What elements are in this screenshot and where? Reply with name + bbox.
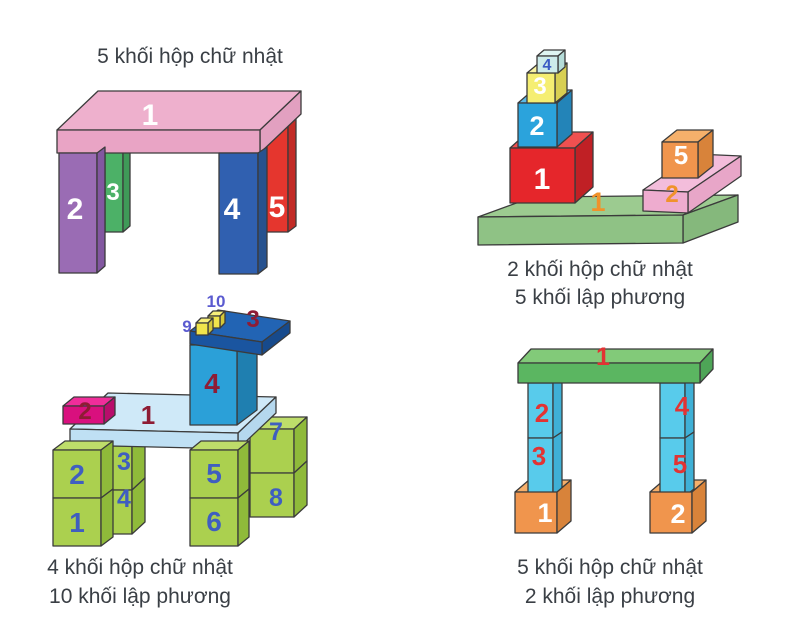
label-desk-cube-9: 9 (182, 317, 191, 336)
desk-front-left-cube-1 (52, 488, 114, 547)
stack-figure-caption: 2 khối hộp chữ nhật 5 khối lập phương (452, 256, 748, 312)
face-side (96, 146, 106, 274)
face-side (556, 479, 572, 534)
label-gate-right-pillar-bottom: 5 (673, 449, 687, 479)
label-desk-cube-6: 6 (206, 506, 222, 537)
stack-orange-cube (661, 129, 714, 179)
face-front (509, 147, 576, 204)
label-gate-left-pillar-bottom: 3 (532, 441, 546, 471)
face-side (293, 460, 308, 518)
desk-figure: 1 2 3 4 2 1 3 4 5 6 7 8 9 10 (52, 292, 308, 547)
desk-figure-caption: 4 khối hộp chữ nhật 10 khối lập phương (0, 553, 280, 611)
label-desk-cube-8: 8 (269, 484, 283, 512)
gate-right-pillar-bottom-block (659, 431, 695, 497)
caption-line-boxes: 2 khối hộp chữ nhật (507, 258, 693, 281)
face-side (552, 376, 563, 439)
caption-line-cubes: 5 khối lập phương (514, 286, 686, 309)
label-table-leg-5: 5 (269, 191, 286, 224)
label-stack-base-slab: 1 (590, 187, 605, 217)
label-desk-cube-3: 3 (117, 448, 131, 476)
desk-tiny-cube-9 (195, 317, 214, 336)
face-side (100, 440, 114, 499)
face-front (642, 189, 689, 214)
gate-right-cube (649, 479, 707, 534)
label-desk-dark-slab: 3 (246, 306, 259, 333)
label-desk-blue-box: 4 (204, 368, 220, 399)
face-front (517, 362, 701, 384)
face-side (257, 146, 268, 275)
label-stack-orange-cube: 5 (674, 140, 688, 170)
label-stack-red-cube: 1 (534, 163, 551, 196)
desk-front-right-cube-6 (189, 488, 250, 547)
face-side (237, 440, 250, 499)
stack-figure: 1 2 3 4 5 1 2 (477, 49, 742, 246)
label-table-leg-3: 3 (106, 179, 119, 206)
face-front (195, 322, 209, 336)
desk-back-right-cube-7 (249, 416, 308, 474)
face-front (56, 129, 261, 154)
face-front (661, 141, 699, 179)
label-desk-cube-10: 10 (207, 292, 226, 311)
face-top (517, 348, 714, 364)
label-stack-yellow-cube: 3 (533, 73, 546, 100)
label-table-leg-4: 4 (224, 193, 241, 226)
gate-figure-caption: 5 khối hộp chữ nhật 2 khối lập phương (460, 553, 760, 611)
face-side (691, 479, 707, 534)
label-stack-blue-cube: 2 (529, 111, 544, 141)
gate-figure: 1 2 3 4 5 1 2 (514, 343, 714, 534)
caption-line-boxes: 4 khối hộp chữ nhật (47, 556, 233, 579)
caption-line-boxes: 5 khối hộp chữ nhật (517, 556, 703, 579)
label-table-top: 1 (142, 99, 159, 132)
face-side (287, 116, 297, 233)
face-side (552, 431, 563, 497)
label-gate-beam: 1 (596, 343, 610, 371)
label-desk-magenta-box: 2 (78, 398, 91, 425)
face-side (100, 488, 114, 547)
face-side (131, 477, 146, 535)
label-desk-cube-1: 1 (69, 507, 85, 538)
table-figure: 1 2 3 4 5 (56, 90, 302, 275)
label-desk-cube-4: 4 (117, 485, 131, 513)
face-front (62, 405, 105, 425)
label-stack-tiny-cube: 4 (543, 57, 552, 74)
desk-magenta-box (62, 396, 116, 425)
table-front-left-leg (58, 146, 106, 274)
label-gate-right-pillar-top: 4 (675, 391, 690, 421)
label-desk-cube-7: 7 (269, 418, 283, 446)
face-front (189, 330, 263, 356)
face-top (56, 90, 302, 131)
label-gate-left-cube: 1 (537, 498, 552, 528)
table-figure-title: 5 khối hộp chữ nhật (97, 45, 283, 68)
caption-line-cubes: 2 khối lập phương (524, 585, 696, 608)
label-desk-light-slab: 1 (141, 400, 155, 430)
desk-front-left-cube-2 (52, 440, 114, 499)
label-gate-left-pillar-top: 2 (535, 398, 549, 428)
face-front (477, 214, 684, 246)
desk-back-right-cube-8 (249, 460, 308, 518)
stack-tiny-cyan-cube (536, 49, 566, 74)
label-desk-cube-2: 2 (69, 459, 85, 490)
caption-line-cubes: 10 khối lập phương (49, 585, 231, 608)
label-gate-right-cube: 2 (670, 499, 685, 529)
face-side (237, 488, 250, 547)
label-stack-step-slab: 2 (665, 181, 678, 208)
face-side (684, 431, 695, 497)
label-desk-cube-5: 5 (206, 458, 222, 489)
gate-beam (517, 348, 714, 384)
table-front-right-leg (218, 146, 268, 275)
face-front (536, 55, 559, 74)
gate-left-cube (514, 479, 572, 534)
label-table-leg-2: 2 (67, 193, 84, 226)
table-top-block (56, 90, 302, 154)
